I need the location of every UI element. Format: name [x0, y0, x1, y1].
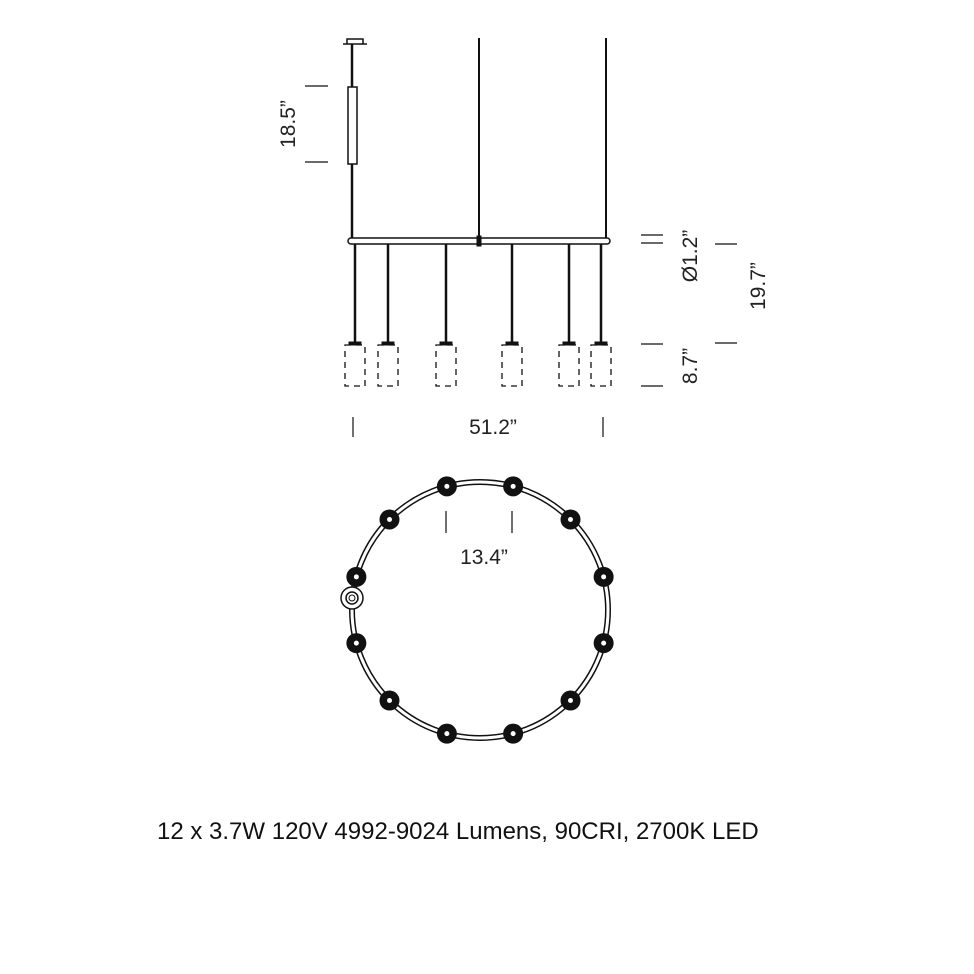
spec-text: 12 x 3.7W 120V 4992-9024 Lumens, 90CRI, …: [157, 818, 759, 845]
pendant-plan: [560, 509, 581, 530]
pendant-plan: [379, 509, 400, 530]
bar-diameter-label: Ø1.2”: [679, 230, 702, 283]
canopy: [343, 38, 367, 45]
elevation-view: [305, 38, 737, 437]
dimension-ticks: [305, 85, 737, 437]
ring-joint: [476, 235, 482, 247]
cable-length-label: 18.5”: [277, 100, 300, 148]
pendant-side: [501, 244, 523, 387]
pendant-plan: [346, 566, 367, 587]
plan-view: [340, 476, 614, 744]
pendant-side: [344, 244, 366, 387]
overall-width-label: 51.2”: [469, 416, 517, 439]
pendant-plan: [379, 690, 400, 711]
pendant-side: [558, 244, 580, 387]
driver-housing: [347, 86, 358, 165]
pendant-plan: [503, 476, 524, 497]
pendant-side: [590, 244, 612, 387]
pendant-side: [377, 244, 399, 387]
pendant-spacing-label: 13.4”: [460, 546, 508, 569]
spacing-ticks: [445, 511, 513, 533]
pendant-plan: [436, 476, 457, 497]
overall-height-label: 19.7”: [747, 262, 770, 310]
pendant-plan: [436, 723, 457, 744]
pendant-plan: [503, 723, 524, 744]
ring-inner: [350, 480, 610, 740]
pendant-plan: [560, 690, 581, 711]
pendant-side: [435, 244, 457, 387]
pendant-plan: [346, 633, 367, 654]
canopy-plan: [340, 586, 364, 610]
pendant-height-label: 8.7”: [679, 348, 702, 384]
pendant-plan: [593, 566, 614, 587]
pendant-plan: [593, 633, 614, 654]
